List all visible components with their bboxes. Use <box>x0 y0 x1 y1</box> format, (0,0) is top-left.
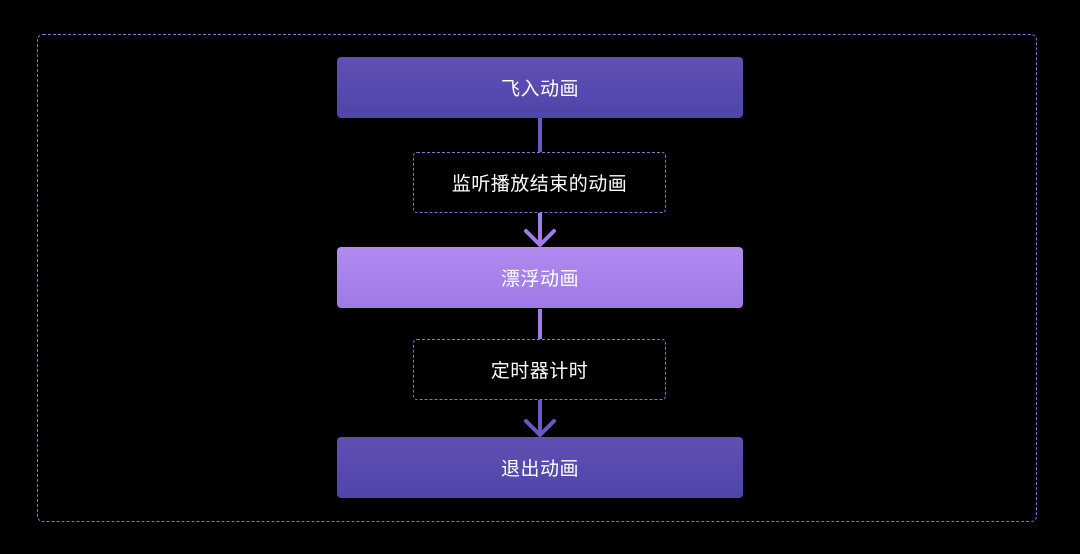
timer-node: 定时器计时 <box>413 339 666 400</box>
arrow-head-2 <box>524 419 556 437</box>
arrow-head-1 <box>524 229 556 247</box>
fly-in-animation-node: 飞入动画 <box>337 57 743 118</box>
listen-playback-end-node: 监听播放结束的动画 <box>413 152 666 213</box>
outer-container-frame <box>37 34 1037 522</box>
exit-animation-node: 退出动画 <box>337 437 743 498</box>
float-animation-node: 漂浮动画 <box>337 247 743 308</box>
